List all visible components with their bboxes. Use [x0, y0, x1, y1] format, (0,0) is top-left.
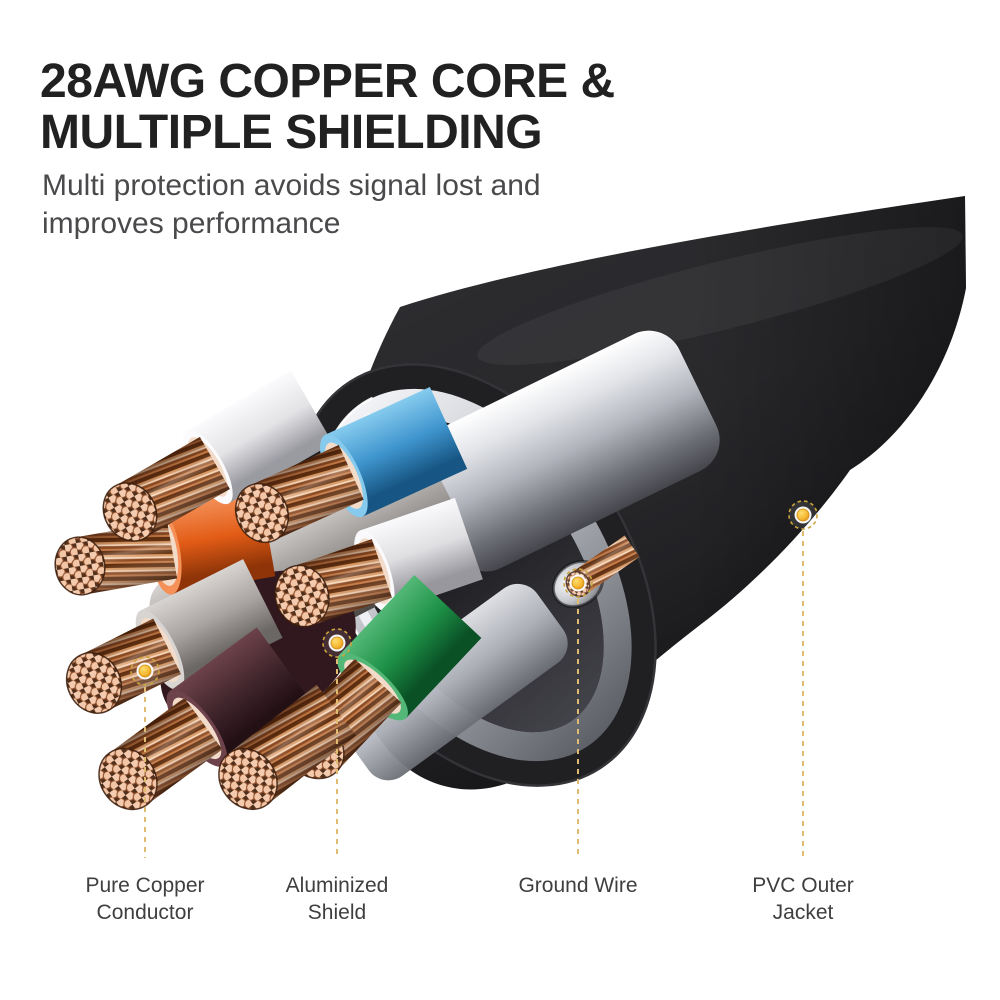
blue-wire — [234, 387, 468, 544]
blue-wire-cut-face — [234, 482, 290, 544]
callout-label-pure-copper-conductor-line-2: Conductor — [96, 901, 194, 924]
callout-label-aluminized-shield-line-2: Shield — [307, 901, 367, 924]
foil-wrapped-pair — [415, 330, 720, 572]
marker-dot-aluminized-shield — [330, 636, 344, 650]
callout-label-ground-wire: Ground Wire — [518, 872, 637, 899]
marker-dot-pvc-outer-jacket — [796, 508, 810, 522]
page-title: 28AWG COPPER CORE & MULTIPLE SHIELDING — [40, 56, 615, 158]
callout-label-pvc-outer-jacket-line-2: Jacket — [772, 901, 834, 924]
title-line-1: 28AWG COPPER CORE & — [40, 55, 615, 108]
jacket-sheen — [477, 227, 963, 365]
gray-wire — [65, 559, 283, 714]
callout-label-ground-wire-line-1: Ground Wire — [518, 874, 638, 897]
page-subtitle: Multi protection avoids signal lost and … — [42, 167, 541, 243]
copper-front-bundle — [218, 684, 356, 811]
brown-wire-cut-face — [98, 747, 158, 811]
white-pair-2-wire — [274, 497, 483, 628]
jacket-end-shading — [690, 196, 967, 620]
subtitle-line-2: improves performance — [42, 207, 341, 240]
callout-label-aluminized-shield-line-1: Aluminized — [285, 874, 389, 897]
white-pair-1-wire — [102, 370, 333, 542]
callout-label-pure-copper-conductor-line-1: Pure Copper — [85, 874, 205, 897]
orange-wire-cut-face — [54, 536, 106, 596]
marker-dot-ground-wire — [571, 576, 585, 590]
title-line-2: MULTIPLE SHIELDING — [40, 106, 543, 159]
marker-dot-pure-copper-conductor — [138, 664, 152, 678]
white-pair-2-wire-cut-face — [274, 564, 330, 628]
white-pair-1-wire-cut-face — [102, 482, 158, 542]
bottom-foil-band — [338, 583, 568, 781]
subtitle-line-1: Multi protection avoids signal lost and — [42, 169, 541, 202]
twisted-pair-wires — [54, 370, 483, 811]
copper-front-bundle-cut-face — [218, 747, 278, 811]
callout-label-pvc-outer-jacket-line-1: PVC Outer — [752, 874, 854, 897]
callout-markers — [130, 500, 818, 858]
brown-wire — [98, 627, 312, 811]
gray-wire-cut-face — [65, 652, 123, 714]
